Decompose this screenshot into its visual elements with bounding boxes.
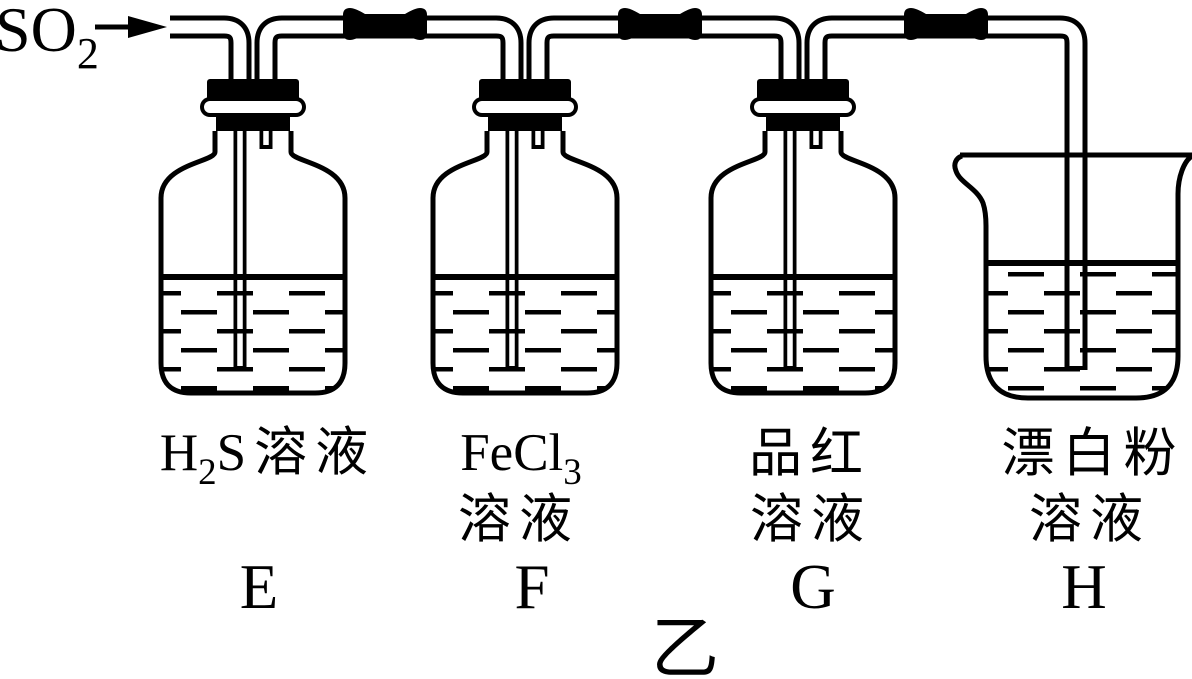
figure-label: 乙 — [651, 611, 719, 679]
bottle-f — [433, 79, 617, 393]
beaker-liquid-hatch — [987, 267, 1177, 396]
label-solution-g-line2: 溶液 — [750, 491, 872, 549]
bottle-g — [711, 79, 895, 393]
label-solution-f-line2: 溶液 — [458, 491, 580, 549]
bottle-e — [161, 79, 345, 393]
label-solution-g-line1: 品红 — [749, 425, 871, 483]
label-letter-e: E — [240, 552, 278, 622]
label-letter-g: G — [790, 552, 836, 622]
label-solution-e: H2S溶液 — [160, 424, 376, 493]
gas-input-label: SO2 — [0, 0, 99, 78]
gas-inlet-tube — [170, 15, 252, 125]
label-solution-h-line1: 漂白粉 — [1002, 425, 1185, 483]
gas-flow-arrow — [95, 16, 167, 38]
label-letter-f: F — [514, 552, 549, 622]
beaker-h-outline — [952, 153, 1192, 401]
label-letter-h: H — [1061, 552, 1107, 622]
label-solution-f-line1: FeCl3 — [460, 424, 582, 493]
label-solution-h-line2: 溶液 — [1029, 491, 1151, 549]
